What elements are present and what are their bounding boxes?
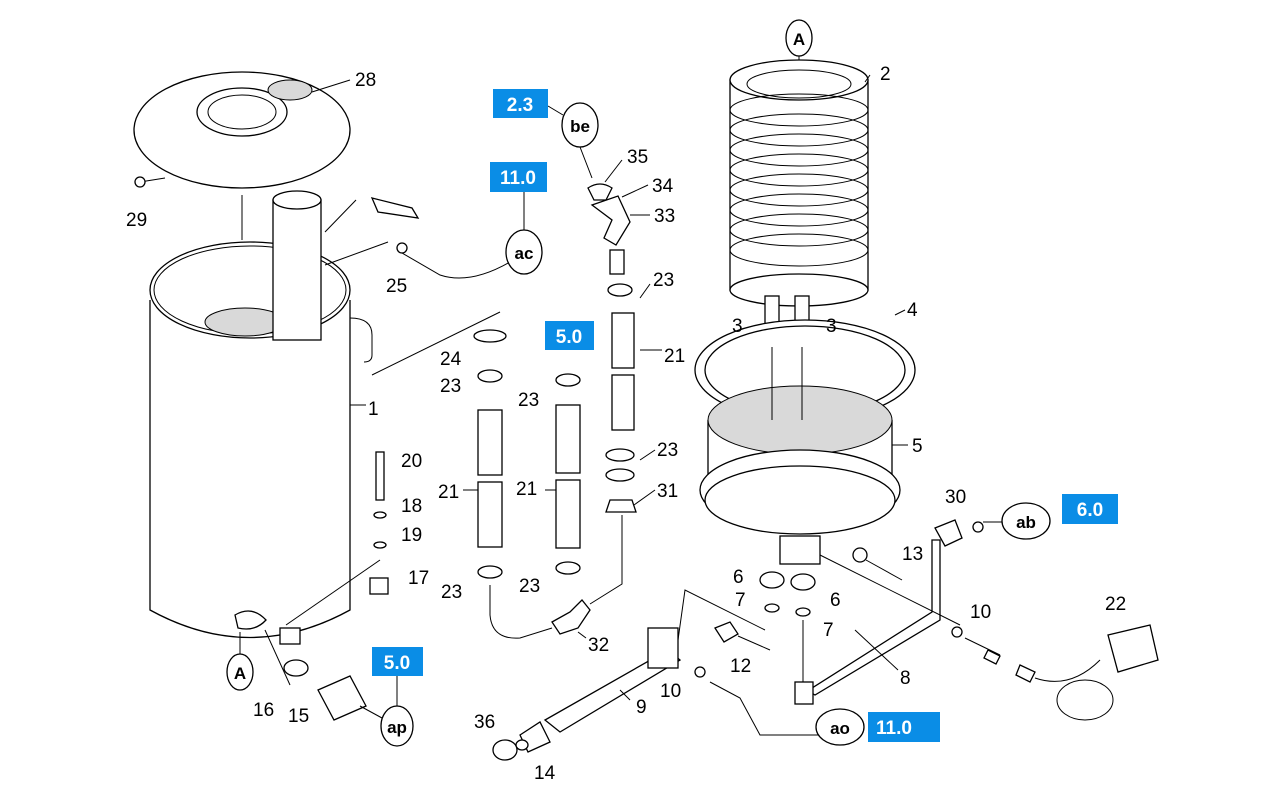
label-2: 2 <box>880 64 891 85</box>
heating-coil-2 <box>729 30 869 348</box>
label-7a: 7 <box>735 590 746 611</box>
svg-text:5.0: 5.0 <box>556 327 582 348</box>
tube-column-1 <box>473 329 553 639</box>
svg-text:11.0: 11.0 <box>500 168 536 189</box>
label-36: 36 <box>474 712 495 733</box>
label-34: 34 <box>652 176 674 197</box>
label-10a: 10 <box>660 681 681 702</box>
section-ref-ao[interactable]: 11.0 <box>868 712 940 742</box>
screw-29 <box>134 176 166 188</box>
sensor-25 <box>324 197 511 279</box>
label-21b: 21 <box>516 479 537 500</box>
svg-text:5.0: 5.0 <box>384 653 410 674</box>
label-30: 30 <box>945 487 966 508</box>
svg-text:A: A <box>793 30 805 49</box>
label-22: 22 <box>1105 594 1126 615</box>
connector-ap: ap <box>359 676 414 747</box>
label-23b: 23 <box>518 390 539 411</box>
label-7b: 7 <box>823 620 834 641</box>
leader-lines <box>311 74 908 701</box>
label-6a: 6 <box>733 567 744 588</box>
label-19: 19 <box>401 525 422 546</box>
section-ref-ap[interactable]: 5.0 <box>372 647 423 676</box>
tube-column-3 <box>587 183 637 513</box>
tank-housing <box>149 190 373 645</box>
svg-text:2.3: 2.3 <box>507 95 533 116</box>
label-6b: 6 <box>830 590 841 611</box>
svg-text:A: A <box>234 664 246 683</box>
label-10b: 10 <box>970 602 991 623</box>
svg-text:ao: ao <box>830 719 850 738</box>
section-ref-be[interactable]: 2.3 <box>493 89 548 118</box>
nuts-6-7 <box>759 571 816 685</box>
label-29: 29 <box>126 210 147 231</box>
label-17: 17 <box>408 568 429 589</box>
label-8: 8 <box>900 668 911 689</box>
label-20: 20 <box>401 451 422 472</box>
label-4: 4 <box>907 300 918 321</box>
part-labels: 1 2 3 3 4 5 6 6 7 7 8 9 10 10 12 13 14 1… <box>126 64 1126 784</box>
label-35: 35 <box>627 147 648 168</box>
label-21a: 21 <box>438 482 459 503</box>
connector-ac: ac <box>505 192 543 275</box>
section-ref-ab[interactable]: 6.0 <box>1062 494 1118 524</box>
drum-5 <box>699 347 901 565</box>
connector-ab: ab <box>983 502 1051 540</box>
sensor-13 <box>819 547 961 626</box>
label-32: 32 <box>588 635 609 656</box>
label-25: 25 <box>386 276 407 297</box>
label-23c: 23 <box>653 270 674 291</box>
label-24: 24 <box>440 349 462 370</box>
label-33: 33 <box>654 206 675 227</box>
label-21c: 21 <box>664 346 685 367</box>
tank-lid <box>133 71 351 240</box>
svg-text:ab: ab <box>1016 513 1036 532</box>
pressure-switch-22 <box>951 624 1159 721</box>
connector-ao: ao <box>815 708 865 746</box>
svg-text:ap: ap <box>387 718 407 737</box>
label-23e: 23 <box>441 582 462 603</box>
label-15: 15 <box>288 706 309 727</box>
section-ref-ac[interactable]: 11.0 <box>490 162 547 192</box>
label-13: 13 <box>902 544 923 565</box>
hose-15 <box>264 629 367 721</box>
label-23d: 23 <box>657 440 678 461</box>
label-3b: 3 <box>826 316 837 337</box>
label-31: 31 <box>657 481 678 502</box>
connector-be: be <box>547 102 599 179</box>
svg-text:6.0: 6.0 <box>1077 500 1103 521</box>
label-5: 5 <box>912 436 923 457</box>
tube-column-2 <box>551 373 623 635</box>
label-23a: 23 <box>440 376 461 397</box>
section-ref-mid[interactable]: 5.0 <box>545 321 594 350</box>
label-14: 14 <box>534 763 556 784</box>
label-18: 18 <box>401 496 422 517</box>
label-23f: 23 <box>519 576 540 597</box>
label-3a: 3 <box>732 316 743 337</box>
label-9: 9 <box>636 697 647 718</box>
svg-text:11.0: 11.0 <box>876 718 912 739</box>
label-16: 16 <box>253 700 274 721</box>
washer-30 <box>972 521 984 533</box>
label-1: 1 <box>368 399 379 420</box>
bolt-20 <box>285 451 389 626</box>
svg-text:ac: ac <box>515 244 534 263</box>
svg-text:be: be <box>570 117 590 136</box>
pressure-pipe-9 <box>492 589 822 761</box>
connector-A-bottom: A <box>226 632 254 691</box>
label-12: 12 <box>730 656 751 677</box>
label-28: 28 <box>355 70 376 91</box>
connector-A-top: A <box>785 19 813 57</box>
pipe-8 <box>794 519 963 705</box>
